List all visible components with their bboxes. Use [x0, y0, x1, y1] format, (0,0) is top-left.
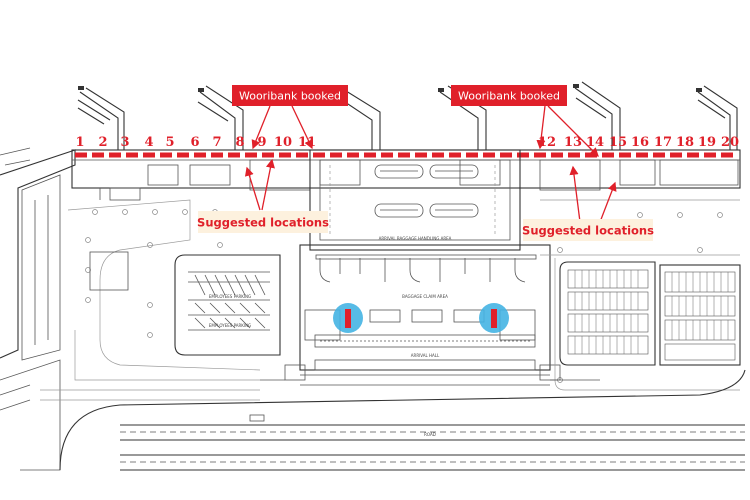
car-park-right — [540, 199, 741, 391]
gate-numbers: 1 2 3 4 5 6 7 8 9 10 11 12 13 14 15 16 1… — [75, 135, 739, 150]
suggested-label-right-text: Suggested locations — [522, 224, 654, 238]
suggested-label-right: Suggested locations — [522, 219, 654, 241]
suggested-label-left-text: Suggested locations — [197, 216, 329, 230]
gate-number-2: 2 — [98, 135, 107, 150]
gate-number-4: 4 — [144, 135, 153, 150]
gate-number-12: 12 — [538, 135, 556, 150]
terminal-frontage — [71, 81, 741, 201]
gate-number-16: 16 — [631, 135, 649, 150]
label-road: ROAD — [424, 432, 436, 437]
label-claim-area: BAGGAGE CLAIM AREA — [402, 294, 448, 299]
gate-number-1: 1 — [75, 135, 84, 150]
gate-number-20: 20 — [721, 135, 739, 150]
airside-outline — [0, 147, 723, 471]
booked-tag-left: Wooribank booked — [232, 85, 348, 106]
gate-number-18: 18 — [676, 135, 694, 150]
roads: ROAD — [59, 369, 746, 471]
gate-number-5: 5 — [165, 135, 174, 150]
gate-number-9: 9 — [257, 135, 266, 150]
booked-tag-right: Wooribank booked — [451, 85, 567, 106]
gate-number-14: 14 — [586, 135, 604, 150]
gate-number-10: 10 — [274, 135, 292, 150]
marker-left — [345, 309, 351, 328]
booked-tag-right-text: Wooribank booked — [458, 90, 560, 103]
label-arrival-hall: ARRIVAL HALL — [411, 353, 440, 358]
gate-number-15: 15 — [609, 135, 627, 150]
highlight-markers — [333, 303, 509, 333]
gate-number-6: 6 — [190, 135, 199, 150]
gate-number-19: 19 — [698, 135, 716, 150]
gate-number-7: 7 — [212, 135, 221, 150]
employees-parking: EMPLOYEES PARKING EMPLOYEES PARKING — [174, 254, 281, 356]
label-employees-parking-2: EMPLOYEES PARKING — [209, 323, 251, 328]
gate-number-11: 11 — [298, 135, 316, 150]
annotation-arrows — [244, 105, 617, 223]
booked-tag-left-text: Wooribank booked — [239, 90, 341, 103]
gate-number-13: 13 — [564, 135, 582, 150]
gate-number-3: 3 — [120, 135, 129, 150]
gate-number-8: 8 — [235, 135, 244, 150]
label-baggage-handling: ARRIVAL BAGGAGE HANDLING AREA — [379, 236, 452, 241]
suggested-label-left: Suggested locations — [197, 211, 329, 233]
gate-number-17: 17 — [654, 135, 672, 150]
label-employees-parking: EMPLOYEES PARKING — [209, 294, 251, 299]
marker-right — [491, 309, 497, 328]
